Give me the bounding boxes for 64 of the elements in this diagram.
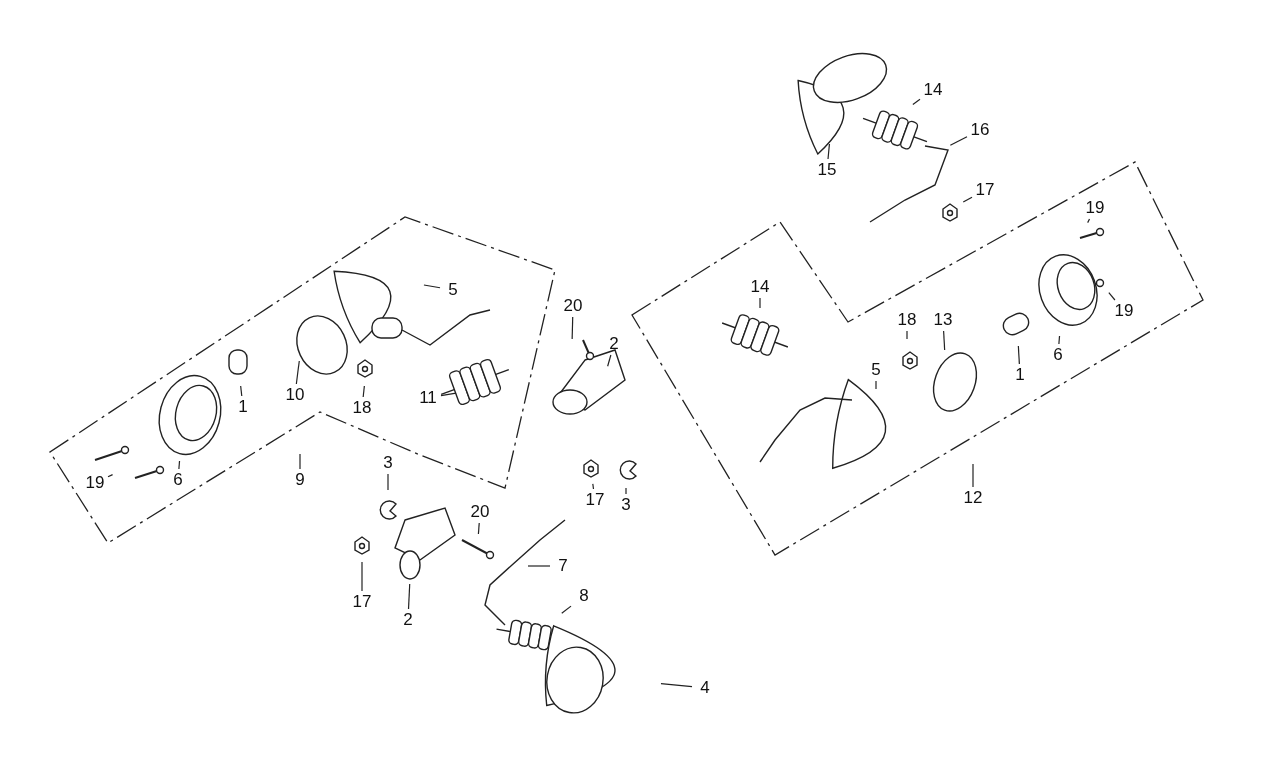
leader-line — [1058, 335, 1061, 345]
callout-number: 3 — [383, 453, 393, 473]
callout-number: 15 — [817, 160, 837, 180]
callout-number: 1 — [238, 397, 248, 417]
callout-number: 19 — [1114, 301, 1134, 321]
leader-line — [660, 683, 693, 688]
leader-line — [1017, 345, 1020, 365]
leader-line — [362, 385, 365, 398]
callout-number: 18 — [352, 398, 372, 418]
leader-line — [295, 360, 300, 385]
leader-line — [949, 136, 968, 146]
callout-number: 5 — [448, 280, 458, 300]
callout-number: 17 — [585, 490, 605, 510]
leader-line — [423, 284, 441, 289]
callout-number: 20 — [563, 296, 583, 316]
leader-line — [571, 316, 574, 340]
leader-line — [972, 463, 974, 488]
callout-number: 20 — [470, 502, 490, 522]
leader-line — [527, 565, 551, 567]
leader-line — [1087, 218, 1091, 224]
leader-line — [440, 392, 457, 397]
leader-line — [107, 474, 114, 478]
leader-line — [759, 297, 761, 309]
leader-line — [827, 143, 831, 160]
leader-line — [361, 561, 363, 592]
callout-number: 7 — [558, 556, 568, 576]
callout-number: 5 — [871, 360, 881, 380]
leader-line — [625, 487, 627, 495]
callout-number: 17 — [352, 592, 372, 612]
callout-number: 6 — [173, 470, 183, 490]
callout-number: 9 — [295, 470, 305, 490]
callout-number: 13 — [933, 310, 953, 330]
callout-number: 18 — [897, 310, 917, 330]
callout-number: 4 — [700, 678, 710, 698]
leader-line — [943, 330, 946, 351]
callout-number: 6 — [1053, 345, 1063, 365]
callout-number: 19 — [1085, 198, 1105, 218]
callout-number: 10 — [285, 385, 305, 405]
leader-line — [912, 98, 921, 106]
leader-line — [607, 354, 612, 367]
leader-line — [299, 453, 301, 470]
leader-line — [875, 380, 877, 390]
callout-number: 19 — [85, 473, 105, 493]
callout-number: 11 — [419, 388, 437, 408]
leader-line — [387, 473, 389, 491]
leader-line — [962, 196, 973, 203]
leader-line — [561, 605, 572, 614]
callout-number: 3 — [621, 495, 631, 515]
callout-number: 2 — [403, 610, 413, 630]
leader-line — [178, 460, 181, 470]
callout-number: 12 — [963, 488, 983, 508]
callout-number: 16 — [970, 120, 990, 140]
leader-line — [592, 483, 595, 490]
callout-number: 2 — [609, 334, 619, 354]
leader-line — [906, 330, 908, 340]
leader-line — [240, 385, 243, 397]
callout-number: 17 — [975, 180, 995, 200]
callout-number: 14 — [923, 80, 943, 100]
leader-line — [477, 522, 480, 535]
leader-line — [407, 583, 411, 610]
callout-number: 8 — [579, 586, 589, 606]
callout-number: 14 — [750, 277, 770, 297]
callout-number: 1 — [1015, 365, 1025, 385]
leader-line — [1108, 292, 1116, 301]
